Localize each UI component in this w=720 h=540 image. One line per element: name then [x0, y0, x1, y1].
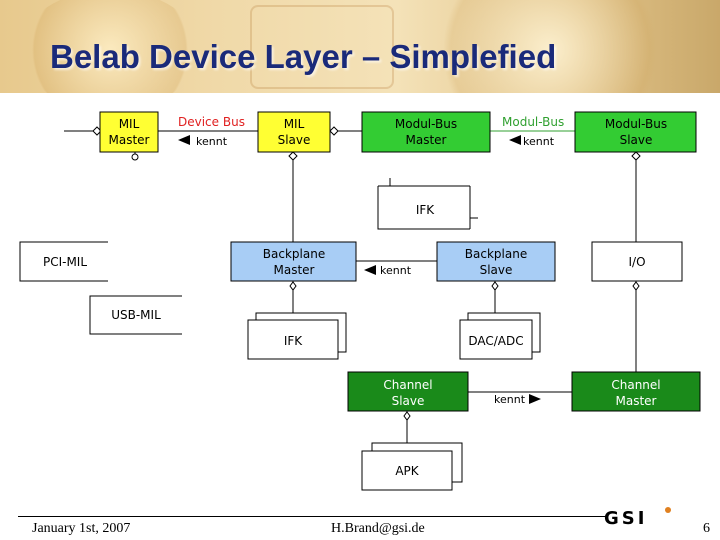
logo-dot	[665, 507, 671, 513]
banner-decoration	[420, 0, 680, 93]
backplane-master-label: Backplane	[263, 247, 325, 261]
device-bus-label: Device Bus	[178, 115, 245, 129]
mil-slave-label: Slave	[278, 133, 311, 147]
kennt-label: kennt	[494, 393, 526, 406]
backplane-slave-label: Backplane	[465, 247, 527, 261]
footer-page-number: 6	[703, 521, 710, 536]
mil-master-label: MIL	[119, 117, 140, 131]
channel-master-label: Channel	[611, 378, 660, 392]
page-title: Belab Device Layer – Simplefied	[50, 38, 557, 75]
io-label: I/O	[628, 255, 645, 269]
banner-decoration	[250, 5, 394, 89]
modul-bus-master-label: Modul-Bus	[395, 117, 457, 131]
gsi-logo-text: GSI	[604, 508, 647, 528]
dac-adc-label: DAC/ADC	[468, 334, 523, 348]
backplane-slave-label: Slave	[480, 263, 513, 277]
modul-bus-connector-label: Modul-Bus	[502, 115, 564, 129]
mil-master-label: Master	[109, 133, 150, 147]
channel-master-label: Master	[616, 394, 657, 408]
channel-slave-label: Channel	[383, 378, 432, 392]
banner-decoration	[20, 0, 200, 93]
modul-bus-slave-label: Modul-Bus	[605, 117, 667, 131]
modul-bus-slave-label: Slave	[620, 133, 653, 147]
pci-mil-label: PCI-MIL	[43, 255, 87, 269]
kennt-label: kennt	[523, 135, 555, 148]
footer-divider	[18, 516, 608, 517]
footer-date: January 1st, 2007	[32, 521, 131, 536]
kennt-label: kennt	[380, 264, 412, 277]
ifk-top-label: IFK	[416, 203, 435, 217]
mil-slave-label: MIL	[284, 117, 305, 131]
usb-mil-label: USB-MIL	[111, 308, 161, 322]
modul-bus-master-label: Master	[406, 133, 447, 147]
ifk-bottom-label: IFK	[284, 334, 303, 348]
kennt-label: kennt	[196, 135, 228, 148]
header-banner	[0, 0, 720, 93]
apk-label: APK	[395, 464, 419, 478]
footer-email: H.Brand@gsi.de	[331, 521, 425, 536]
gsi-logo: GSI	[604, 507, 671, 528]
channel-slave-label: Slave	[392, 394, 425, 408]
backplane-master-label: Master	[274, 263, 315, 277]
